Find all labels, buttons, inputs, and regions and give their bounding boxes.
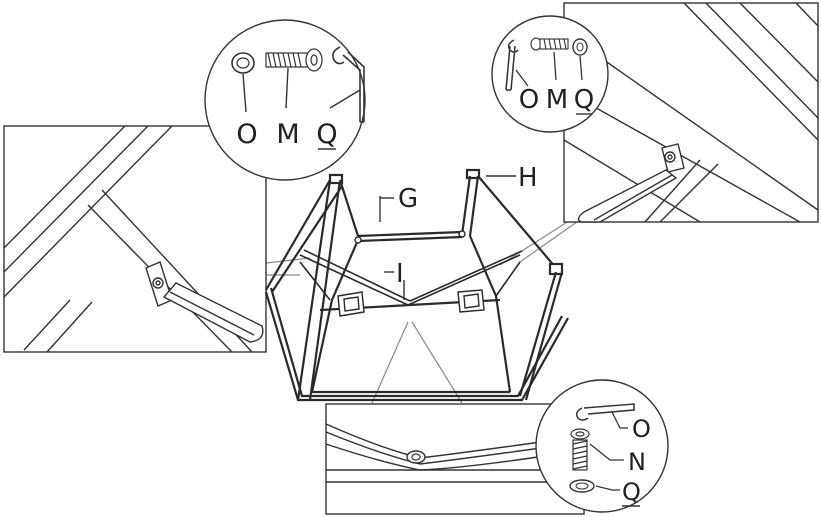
callout-top-left: O M Q [204, 19, 366, 181]
label-h: H [518, 163, 538, 193]
label-n-bottom-right: N [628, 448, 646, 476]
allen-key-icon [575, 403, 635, 421]
feet [337, 230, 485, 317]
label-g: G [398, 184, 418, 214]
bolt-icon [530, 37, 569, 51]
bolt-icon [265, 48, 323, 72]
callout-top-right: O M Q [491, 15, 609, 133]
label-q-top-left: Q [316, 119, 337, 150]
label-o-top-right: O [519, 85, 539, 115]
cross-braces [299, 249, 523, 306]
frame-labels: G H I [379, 163, 538, 300]
label-q-top-right: Q [574, 85, 594, 115]
label-m-top-right: M [546, 85, 568, 115]
left-detail-panel [3, 125, 267, 353]
right-bracket [577, 143, 685, 223]
label-i: I [396, 259, 404, 289]
allen-key-icon [332, 46, 365, 123]
left-bracket [145, 261, 264, 343]
label-o-bottom-right: O [632, 415, 651, 443]
label-q-bottom-right: Q [622, 478, 641, 506]
callout-bottom-right: O N Q [535, 379, 669, 513]
label-o-top-left: O [236, 119, 257, 150]
label-m-top-left: M [276, 119, 299, 150]
allen-key-icon [505, 39, 519, 91]
right-detail-panel [563, 2, 819, 223]
bolt-icon [570, 428, 590, 471]
